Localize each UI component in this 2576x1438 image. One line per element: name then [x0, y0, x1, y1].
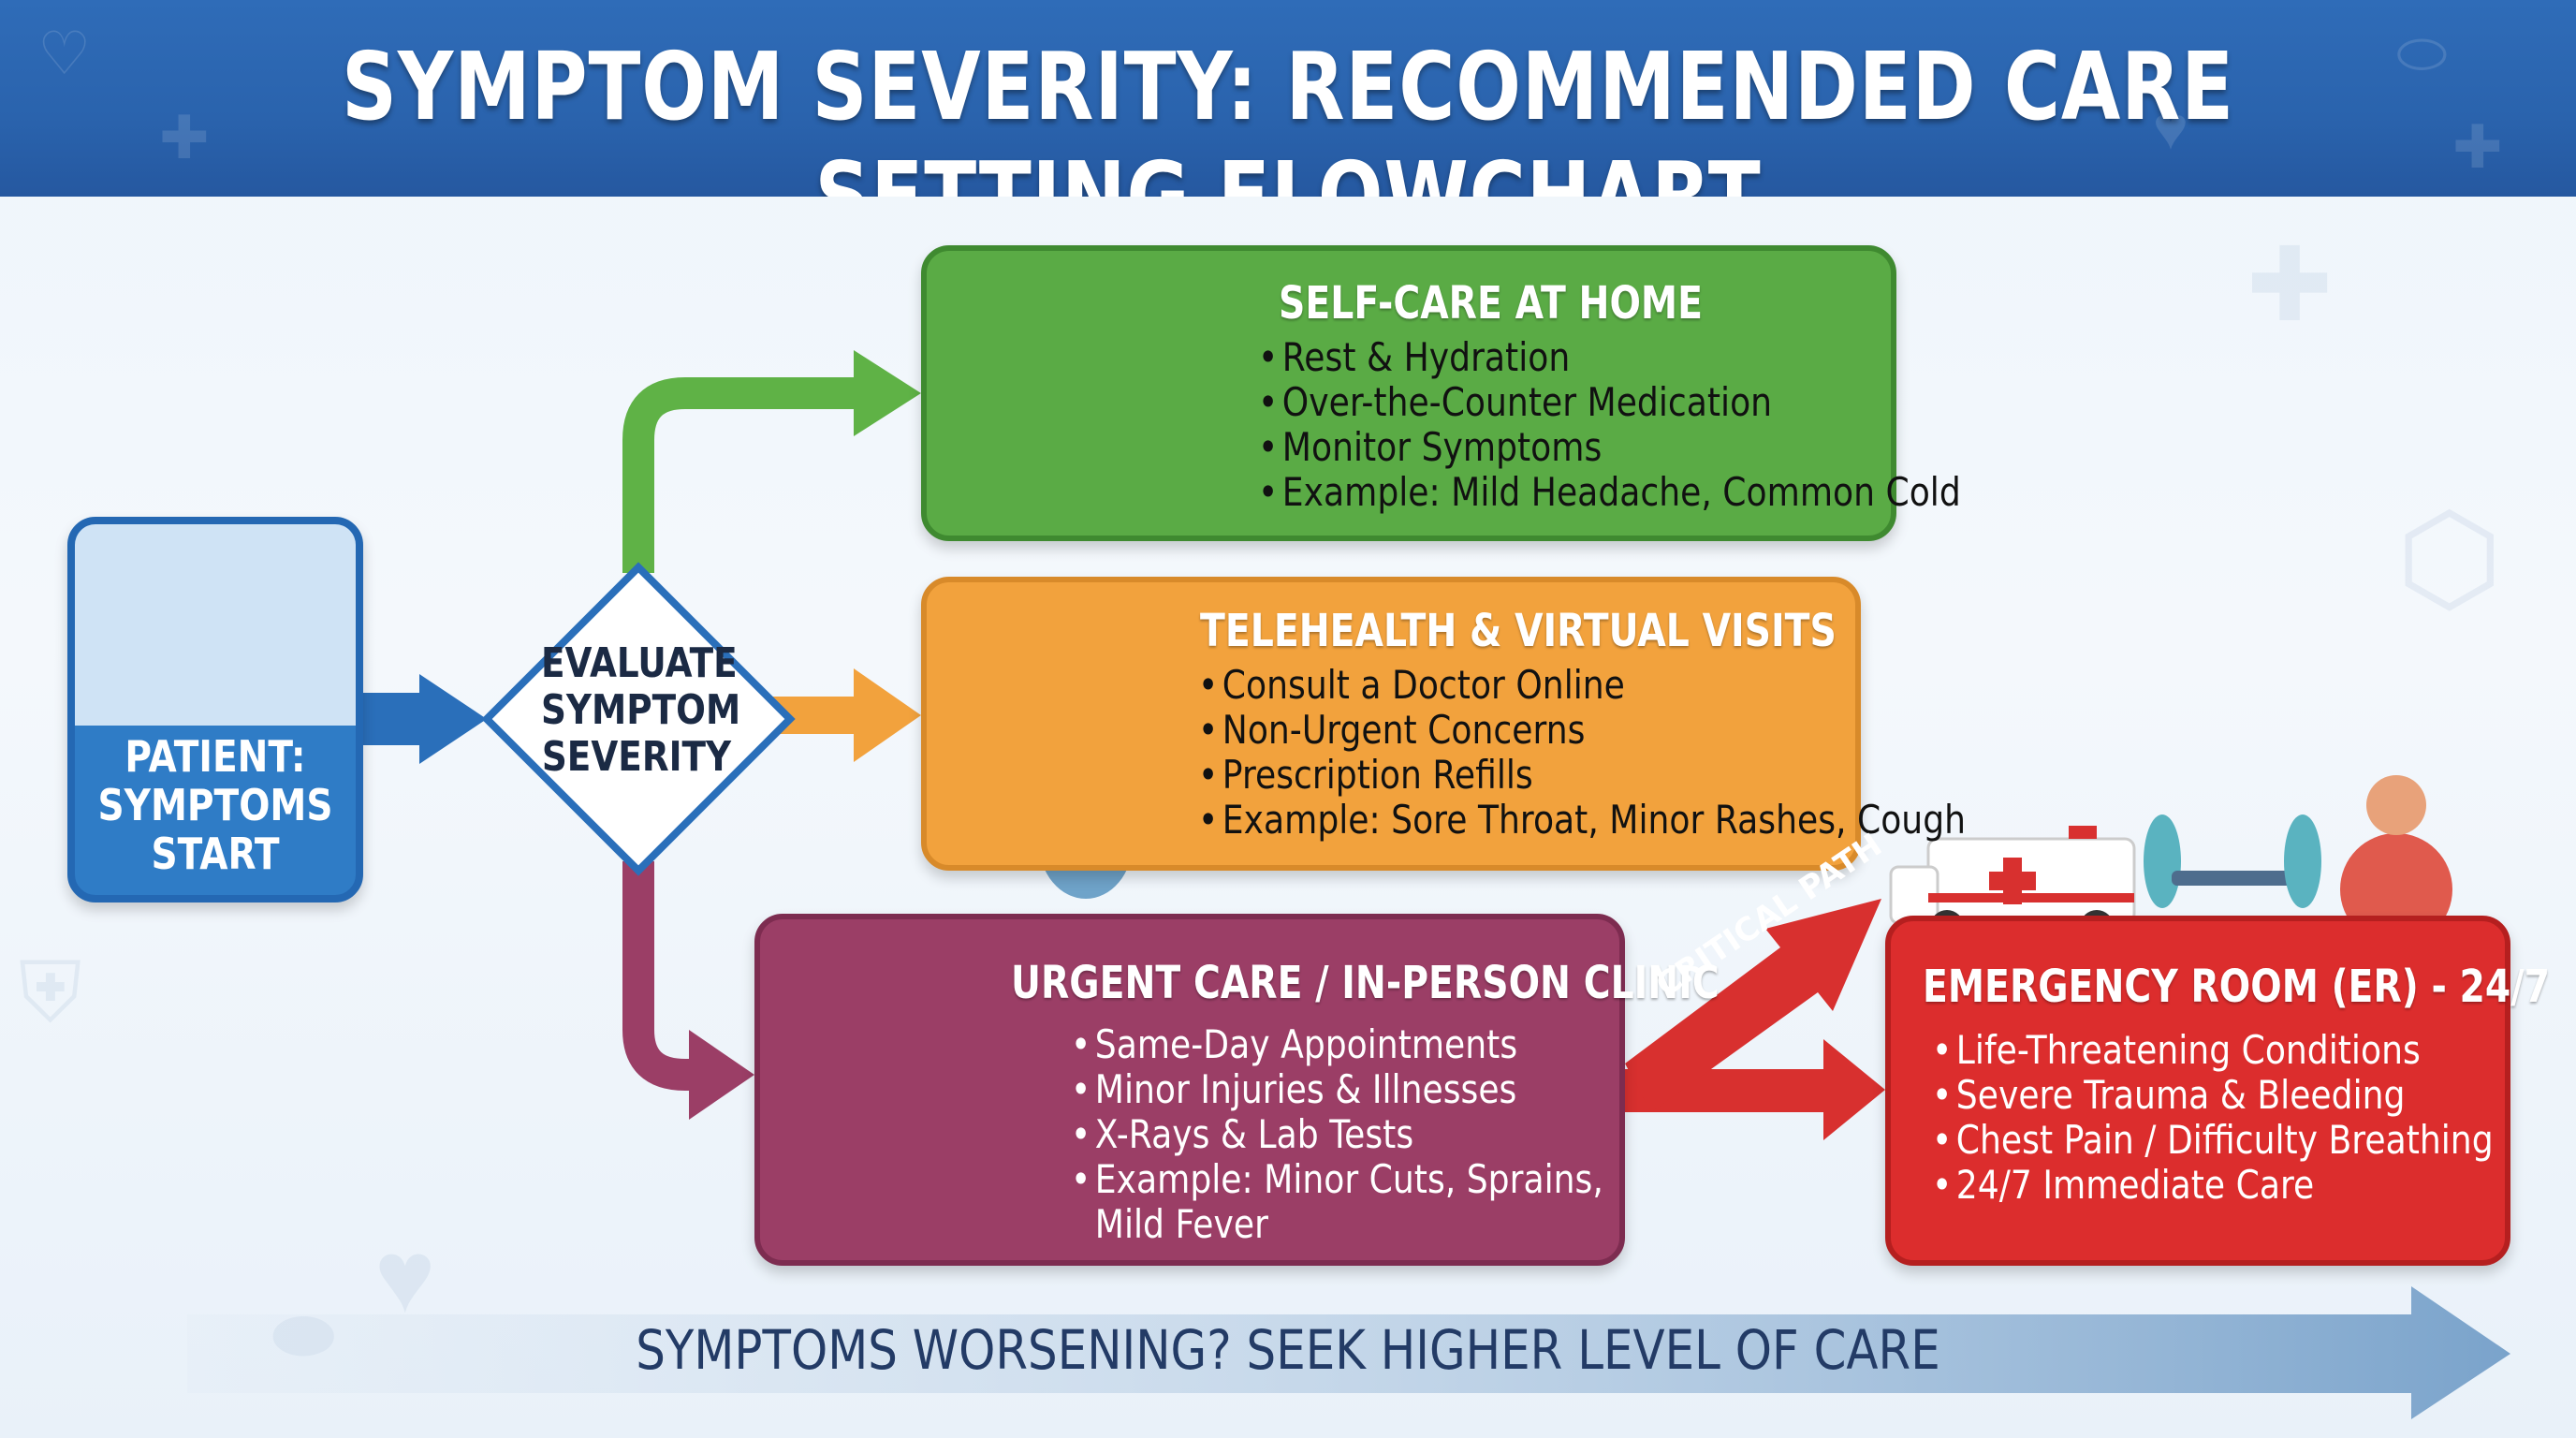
patient-to-decision-arrow [356, 674, 487, 764]
medical-cross-icon: ✚ [2452, 113, 2503, 181]
list-item: X-Rays & Lab Tests [1071, 1112, 1603, 1158]
footer-escalation-text: SYMPTOMS WORSENING? SEEK HIGHER LEVEL OF… [636, 1318, 1940, 1382]
selfcare-arrowhead [854, 350, 921, 436]
self-care-title: SELF-CARE AT HOME [1279, 277, 1703, 330]
decision-to-selfcare-connector [622, 377, 861, 573]
telehealth-list: Consult a Doctor Online Non-Urgent Conce… [1198, 663, 1966, 844]
urgent-arrowhead [689, 1030, 754, 1120]
medical-cross-icon: ✚ [159, 104, 210, 171]
list-item: Rest & Hydration [1258, 335, 1961, 381]
self-care-box: SELF-CARE AT HOME Rest & Hydration Over-… [921, 245, 1961, 541]
decision-diamond [481, 562, 796, 876]
shield-icon: ⛨ [19, 946, 82, 1040]
list-item: Severe Trauma & Bleeding [1932, 1073, 2494, 1119]
telehealth-title: TELEHEALTH & VIRTUAL VISITS [1200, 605, 1837, 657]
title-bar: ♡ ✚ ♥ ⬭ ✚ SYMPTOM SEVERITY: RECOMMENDED … [0, 0, 2576, 197]
footer-arrow [187, 1286, 2510, 1419]
decision-label: EVALUATE SYMPTOM SEVERITY [524, 640, 749, 781]
list-item: Same-Day Appointments [1071, 1022, 1603, 1068]
list-item: Over-the-Counter Medication [1258, 380, 1961, 426]
decision-label-line: EVALUATE [541, 639, 738, 687]
list-item: Non-Urgent Concerns [1198, 708, 1966, 754]
patient-start-box: PATIENT: SYMPTOMS START [67, 517, 363, 902]
critical-path-arrow [1625, 899, 1881, 1112]
pill-icon: ⬭ [2396, 20, 2448, 87]
list-item: Prescription Refills [1198, 753, 1966, 799]
page-title: SYMPTOM SEVERITY: RECOMMENDED CARE SETTI… [342, 32, 2234, 197]
patient-illustration-area [75, 524, 356, 726]
list-item: Example: Minor Cuts, Sprains, [1071, 1157, 1603, 1203]
urgent-care-box: URGENT CARE / IN-PERSON CLINIC Same-Day … [754, 914, 1720, 1266]
patient-label-line: PATIENT: [124, 731, 306, 782]
urgent-to-er-arrow [1625, 1039, 1885, 1140]
telehealth-box: TELEHEALTH & VIRTUAL VISITS Consult a Do… [921, 577, 1966, 871]
list-item: Chest Pain / Difficulty Breathing [1932, 1118, 2494, 1164]
stretcher-illustration [2144, 814, 2321, 908]
patient-start-label: PATIENT: SYMPTOMS START [75, 732, 356, 878]
decision-label-line: SYMPTOM [541, 686, 741, 734]
list-item: Consult a Doctor Online [1198, 663, 1966, 709]
hexagon-icon: ⬡ [2396, 490, 2503, 626]
emergency-room-title: EMERGENCY ROOM (ER) - 24/7 [1923, 961, 2551, 1013]
patient-label-line: START [151, 829, 280, 879]
list-item: 24/7 Immediate Care [1932, 1163, 2494, 1209]
list-item: Example: Mild Headache, Common Cold [1258, 470, 1961, 516]
urgent-care-list: Same-Day Appointments Minor Injuries & I… [1071, 1022, 1603, 1247]
list-item: Life-Threatening Conditions [1932, 1028, 2494, 1074]
first-aid-kit-icon: ✚ [2247, 227, 2334, 343]
heart-monitor-icon: ♡ [37, 20, 92, 87]
list-item-continuation: Mild Fever [1094, 1201, 1268, 1247]
decision-label-line: SEVERITY [541, 733, 732, 781]
heartbeat-icon: ♥ [2153, 95, 2188, 162]
list-item: Minor Injuries & Illnesses [1071, 1067, 1603, 1113]
telehealth-arrowhead [854, 668, 921, 762]
emergency-room-box: EMERGENCY ROOM (ER) - 24/7 Life-Threaten… [1885, 916, 2550, 1266]
list-item: Monitor Symptoms [1258, 425, 1961, 471]
urgent-care-title: URGENT CARE / IN-PERSON CLINIC [1011, 957, 1720, 1009]
emergency-room-list: Life-Threatening Conditions Severe Traum… [1932, 1028, 2494, 1209]
self-care-list: Rest & Hydration Over-the-Counter Medica… [1258, 335, 1961, 516]
patient-label-line: SYMPTOMS [97, 780, 333, 830]
list-item: Example: Sore Throat, Minor Rashes, Coug… [1198, 798, 1966, 844]
decision-to-urgent-connector [622, 861, 693, 1091]
